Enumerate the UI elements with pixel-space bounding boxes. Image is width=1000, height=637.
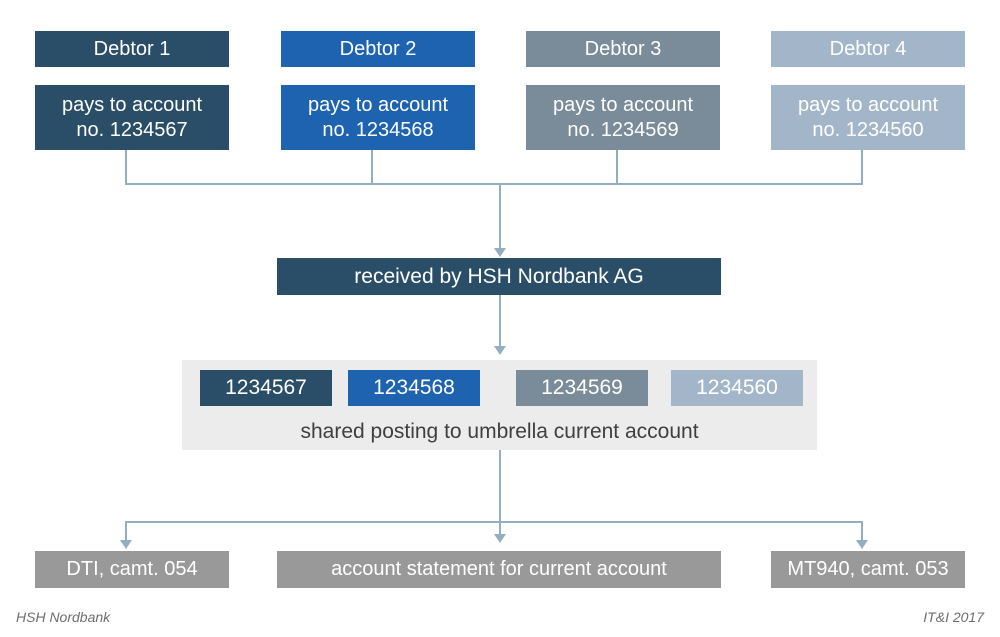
arrowhead-into-statement bbox=[494, 534, 506, 543]
account-chip-2-label: 1234568 bbox=[373, 376, 455, 399]
debtor-2-line1: pays to account bbox=[307, 94, 449, 117]
debtor-1-header: Debtor 1 bbox=[35, 31, 229, 67]
connector-debtor-2-drop bbox=[371, 150, 373, 184]
shared-posting-caption-text: shared posting to umbrella current accou… bbox=[300, 420, 699, 443]
debtor-4-name: Debtor 4 bbox=[829, 37, 907, 60]
account-chip-3-label: 1234569 bbox=[541, 376, 623, 399]
arrowhead-into-mt940 bbox=[856, 540, 868, 549]
connector-debtor-3-drop bbox=[616, 150, 618, 184]
debtor-3-header: Debtor 3 bbox=[526, 31, 720, 67]
connector-bus-to-dti bbox=[125, 521, 127, 543]
connector-output-bus bbox=[125, 521, 863, 523]
footer-credit-text: IT&I 2017 bbox=[923, 609, 984, 625]
debtor-3-line2: no. 1234569 bbox=[567, 118, 679, 141]
debtor-1-line2: no. 1234567 bbox=[76, 118, 188, 141]
output-dti-label: DTI, camt. 054 bbox=[66, 558, 198, 581]
output-account-statement-label: account statement for current account bbox=[331, 558, 667, 581]
output-mt940-label: MT940, camt. 053 bbox=[787, 558, 949, 581]
debtor-2-name: Debtor 2 bbox=[339, 37, 417, 60]
bank-receipt-label: received by HSH Nordbank AG bbox=[354, 264, 644, 288]
arrowhead-into-dti bbox=[120, 540, 132, 549]
account-chip-1234567: 1234567 bbox=[200, 370, 332, 406]
footer-source: HSH Nordbank bbox=[16, 609, 110, 625]
debtor-4-header: Debtor 4 bbox=[771, 31, 965, 67]
debtor-3-line1: pays to account bbox=[552, 94, 694, 117]
debtor-3-name: Debtor 3 bbox=[584, 37, 662, 60]
account-chip-1234569: 1234569 bbox=[516, 370, 648, 406]
output-box-account-statement: account statement for current account bbox=[277, 551, 721, 588]
bank-receipt-bar: received by HSH Nordbank AG bbox=[277, 258, 721, 295]
connector-bus-to-mt940 bbox=[861, 521, 863, 543]
shared-posting-caption: shared posting to umbrella current accou… bbox=[182, 420, 817, 444]
account-chip-1-label: 1234567 bbox=[225, 376, 307, 399]
debtor-3-detail: pays to account no. 1234569 bbox=[526, 85, 720, 150]
connector-collection-bus bbox=[125, 183, 863, 185]
debtor-2-line2: no. 1234568 bbox=[322, 118, 434, 141]
account-chip-1234560: 1234560 bbox=[671, 370, 803, 406]
footer-source-text: HSH Nordbank bbox=[16, 609, 111, 625]
footer-credit: IT&I 2017 bbox=[923, 609, 984, 625]
output-box-dti: DTI, camt. 054 bbox=[35, 551, 229, 588]
arrowhead-into-bank bbox=[494, 248, 506, 257]
shared-posting-panel: 1234567 1234568 1234569 1234560 shared p… bbox=[182, 360, 817, 450]
connector-panel-down bbox=[499, 450, 501, 536]
arrowhead-into-panel bbox=[494, 346, 506, 355]
debtor-2-detail: pays to account no. 1234568 bbox=[281, 85, 475, 150]
debtor-1-line1: pays to account bbox=[61, 94, 203, 117]
debtor-4-line1: pays to account bbox=[797, 94, 939, 117]
connector-bank-to-panel bbox=[499, 295, 501, 347]
debtor-4-line2: no. 1234560 bbox=[812, 118, 924, 141]
debtor-4-detail: pays to account no. 1234560 bbox=[771, 85, 965, 150]
connector-bus-to-bank bbox=[499, 183, 501, 249]
connector-debtor-4-drop bbox=[861, 150, 863, 184]
account-chip-1234568: 1234568 bbox=[348, 370, 480, 406]
connector-debtor-1-drop bbox=[125, 150, 127, 184]
debtor-2-header: Debtor 2 bbox=[281, 31, 475, 67]
output-box-mt940: MT940, camt. 053 bbox=[771, 551, 965, 588]
debtor-1-detail: pays to account no. 1234567 bbox=[35, 85, 229, 150]
debtor-1-name: Debtor 1 bbox=[93, 37, 171, 60]
account-chip-4-label: 1234560 bbox=[696, 376, 778, 399]
